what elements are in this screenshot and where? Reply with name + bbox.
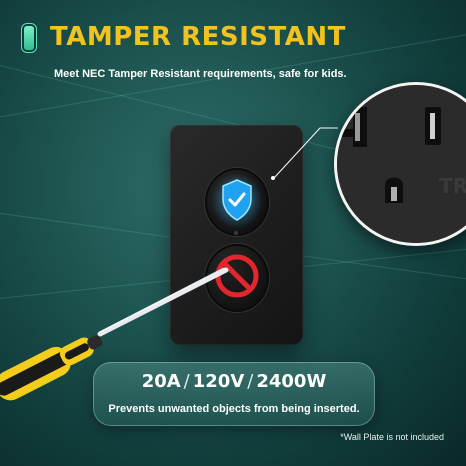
callout-line: [273, 127, 338, 179]
footnote: *Wall Plate is not included: [340, 432, 444, 442]
specs-line: 20A/120V/2400W: [93, 371, 375, 392]
outlet-slots-detail: TR: [337, 85, 466, 243]
zoomed-outlet-detail: TR: [334, 82, 466, 246]
specs-panel: 20A/120V/2400W Prevents unwanted objects…: [93, 362, 375, 426]
callout-dot: [271, 176, 275, 180]
spec-power: 2400W: [256, 371, 327, 392]
spec-separator: /: [183, 371, 190, 392]
title-bar-icon: [24, 26, 34, 50]
plate-screw: [233, 230, 239, 236]
spec-voltage: 120V: [192, 371, 245, 392]
spec-separator: /: [247, 371, 254, 392]
spec-current: 20A: [141, 371, 181, 392]
page-title: TAMPER RESISTANT: [50, 22, 346, 52]
page-subtitle: Meet NEC Tamper Resistant requirements, …: [54, 68, 347, 80]
screwdriver-icon: [0, 267, 229, 401]
svg-text:TR: TR: [439, 174, 466, 198]
shield-check-icon: [211, 173, 263, 229]
specs-caption: Prevents unwanted objects from being ins…: [108, 403, 360, 415]
